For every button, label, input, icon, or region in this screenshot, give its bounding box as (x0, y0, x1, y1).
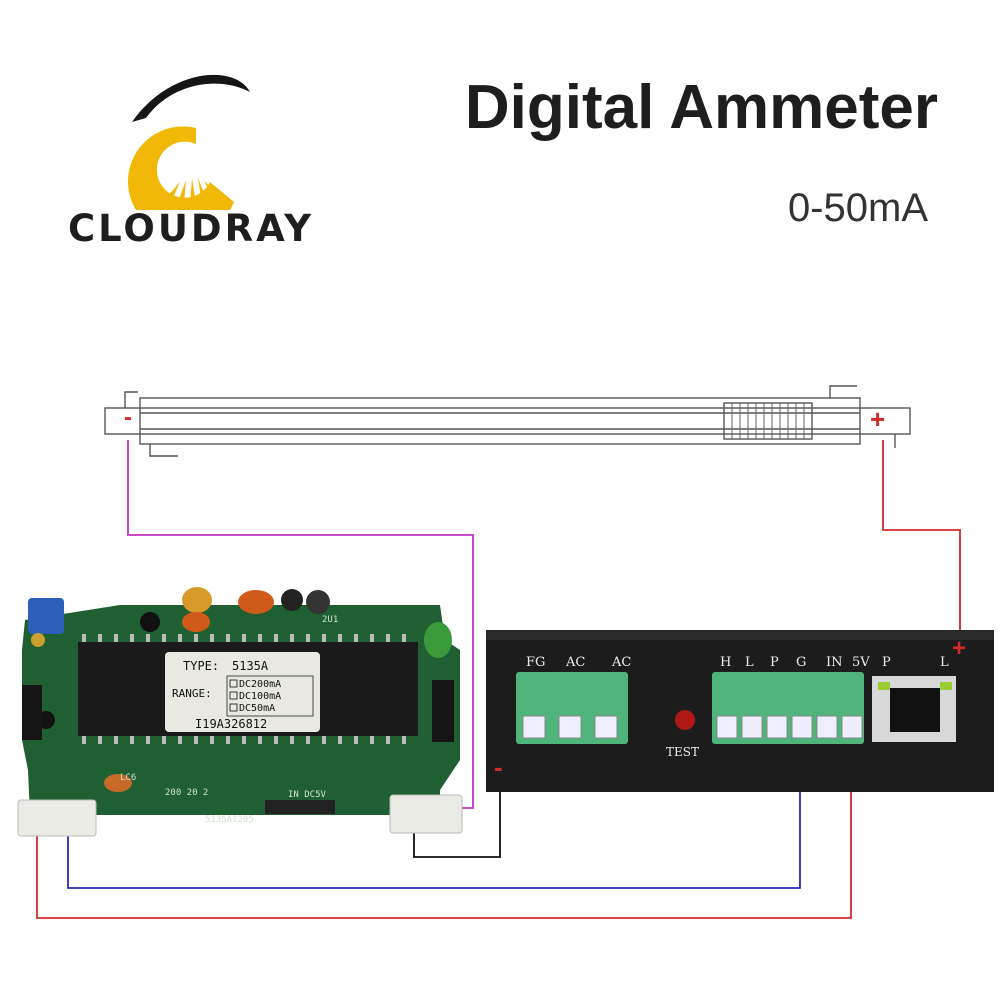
electrolytic-capacitor (306, 590, 330, 614)
terminal-label: L (745, 655, 754, 670)
led-indicator (940, 682, 952, 690)
potentiometer (28, 598, 64, 634)
terminal-label: FG (526, 655, 545, 670)
range-option: DC100mA (239, 691, 281, 702)
capacitor (182, 587, 212, 613)
cloudray-logo-icon (127, 74, 250, 237)
tube-positive-symbol: + (870, 404, 885, 434)
connector-left (17, 799, 97, 837)
led-indicator (878, 682, 890, 690)
terminal-label: 5V (852, 655, 870, 670)
capacitor (238, 590, 274, 614)
type-value: 5135A (232, 659, 269, 673)
logo (60, 70, 330, 260)
terminal-label: AC (611, 655, 631, 670)
terminal-label: IN (826, 655, 843, 670)
connector-label: IN DC5V (288, 790, 327, 800)
tube-negative-symbol: - (124, 404, 132, 431)
blue-wire (67, 735, 801, 889)
power-supply: FG AC AC TEST H L P G IN 5V P L - + (486, 630, 994, 792)
pcb-code: 5135A1205 (205, 815, 254, 825)
terminal-label: H (720, 655, 731, 670)
electrolytic-capacitor (281, 589, 303, 611)
silkscreen-text: LC6 (120, 773, 136, 783)
silkscreen-text: 200 20 2 (165, 788, 208, 798)
psu-positive-symbol: + (952, 635, 966, 662)
silkscreen-text: 2U1 (322, 615, 338, 625)
range-label: RANGE: (172, 687, 212, 700)
type-label-sticker (165, 652, 320, 732)
range-option: DC50mA (239, 703, 275, 714)
psu-negative-symbol: - (494, 752, 503, 782)
test-button[interactable] (675, 710, 695, 730)
ammeter-board: TYPE: 5135A RANGE: DC200mA DC100mA DC50m… (17, 587, 463, 837)
terminal-label: G (796, 655, 806, 670)
capacitor (182, 612, 210, 632)
magenta-wire (127, 440, 474, 809)
test-label: TEST (666, 745, 699, 759)
led-label: P (882, 655, 891, 670)
terminal-label: P (770, 655, 779, 670)
led-label: L (940, 655, 949, 670)
red-wire-board-to-psu (36, 735, 852, 919)
range-subtitle: 0-50mA (787, 186, 928, 230)
page-title: Digital Ammeter (464, 73, 938, 142)
brand-name: CLOUDRAY (68, 207, 314, 250)
laser-tube (104, 385, 911, 457)
serial-number: I19A326812 (195, 717, 267, 731)
type-label: TYPE: (183, 659, 219, 673)
connector-right (389, 794, 463, 834)
terminal-label: AC (565, 655, 585, 670)
range-option: DC200mA (239, 679, 281, 690)
red-wire-tube-to-psu (882, 440, 961, 640)
